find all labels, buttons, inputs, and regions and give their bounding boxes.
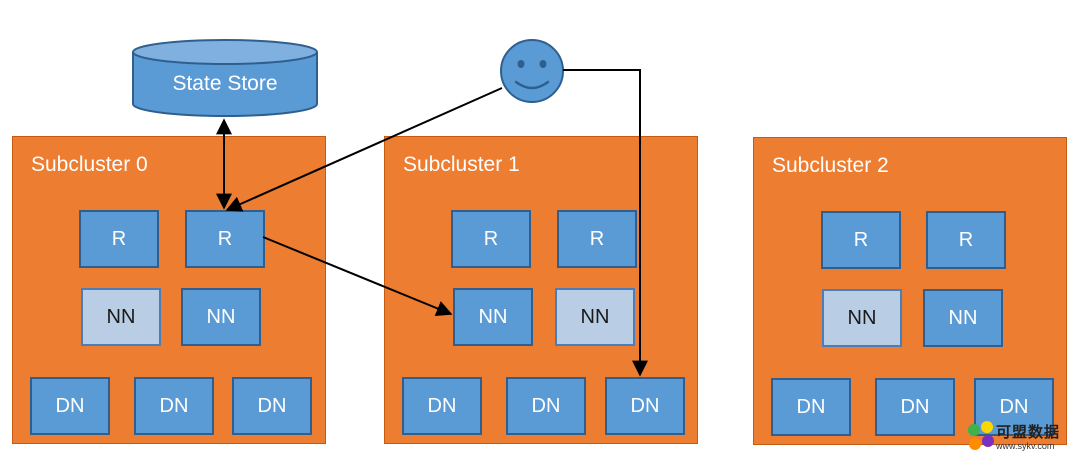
- datanode: DN: [974, 378, 1054, 436]
- namenode-standby: NN: [555, 288, 635, 346]
- subcluster-2: Subcluster 2 R R NN NN DN DN DN: [753, 137, 1067, 445]
- router-node: R: [821, 211, 901, 269]
- router-to-namenode-arrow: [262, 236, 453, 316]
- logo-dot-purple: [982, 435, 994, 447]
- subcluster-2-title: Subcluster 2: [772, 154, 889, 177]
- datanode: DN: [875, 378, 955, 436]
- namenode-active: NN: [181, 288, 261, 346]
- router-node: R: [557, 210, 637, 268]
- router-node: R: [79, 210, 159, 268]
- subcluster-1: Subcluster 1 R R NN NN DN DN DN: [384, 136, 698, 444]
- logo-dot-yellow: [981, 421, 993, 433]
- namenode-active: NN: [923, 289, 1003, 347]
- datanode: DN: [771, 378, 851, 436]
- watermark-title: 可盟数据: [996, 424, 1061, 441]
- watermark-logo: 可盟数据 www.sykv.com: [966, 421, 1078, 457]
- datanode: DN: [506, 377, 586, 435]
- client-user-icon: [500, 39, 564, 103]
- subcluster-0-title: Subcluster 0: [31, 153, 148, 176]
- logo-dot-orange: [969, 438, 981, 450]
- state-store-label: State Store: [172, 72, 278, 95]
- datanode: DN: [605, 377, 685, 435]
- router-node: R: [451, 210, 531, 268]
- client-to-router-arrow: [225, 87, 503, 212]
- subcluster-0: Subcluster 0 R R NN NN DN DN DN: [12, 136, 326, 444]
- client-to-datanode-arrow: [563, 69, 648, 377]
- namenode-standby: NN: [81, 288, 161, 346]
- namenode-active: NN: [453, 288, 533, 346]
- watermark-url: www.sykv.com: [996, 441, 1055, 451]
- datanode: DN: [134, 377, 214, 435]
- subcluster-1-title: Subcluster 1: [403, 153, 520, 176]
- datanode: DN: [402, 377, 482, 435]
- router-node: R: [926, 211, 1006, 269]
- logo-dot-green: [968, 424, 980, 436]
- datanode: DN: [30, 377, 110, 435]
- state-store-cylinder: [132, 39, 318, 117]
- datanode: DN: [232, 377, 312, 435]
- router-node: R: [185, 210, 265, 268]
- namenode-standby: NN: [822, 289, 902, 347]
